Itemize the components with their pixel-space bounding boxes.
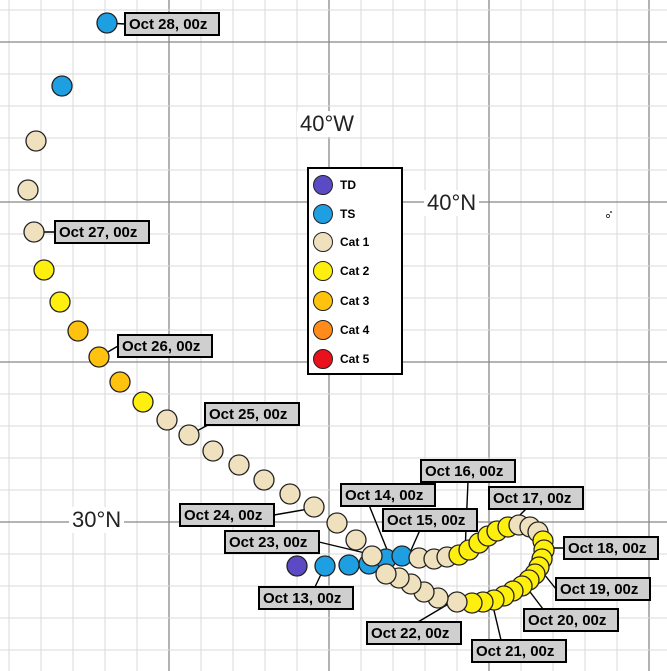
track-point [156, 409, 178, 431]
td-dot-icon [313, 175, 333, 195]
date-label-box [471, 639, 567, 663]
label-leader-line [368, 504, 391, 558]
date-label-box [204, 402, 300, 426]
date-label-box [555, 577, 651, 601]
legend-item-ts: TS [313, 202, 355, 226]
date-label-box [258, 586, 354, 610]
track-point [303, 496, 325, 518]
track-point [17, 179, 39, 201]
track-point [178, 424, 200, 446]
date-label-box [117, 334, 213, 358]
track-point [202, 440, 224, 462]
date-label: Oct 27, 00z [59, 224, 137, 241]
cat4-dot-icon [313, 320, 333, 340]
track-point [338, 554, 360, 576]
date-label-box [563, 536, 659, 560]
lon-40w-label: 40°W [297, 111, 358, 137]
date-label: Oct 15, 00z [387, 512, 465, 529]
date-label: Oct 18, 00z [568, 540, 646, 557]
date-label: Oct 16, 00z [425, 463, 503, 480]
date-label: Oct 23, 00z [229, 534, 307, 551]
date-label-box [420, 459, 516, 483]
track-point [279, 483, 301, 505]
date-label-box [366, 621, 462, 645]
ts-dot-icon [313, 204, 333, 224]
legend-label: TD [340, 178, 356, 192]
track-point [132, 391, 154, 413]
track-point [67, 320, 89, 342]
track-point [23, 221, 45, 243]
date-label-box [224, 530, 320, 554]
legend-label: TS [340, 207, 356, 221]
date-label: Oct 26, 00z [122, 338, 200, 355]
track-point [375, 563, 397, 585]
date-label-box [382, 508, 478, 532]
date-label: Oct 21, 00z [476, 643, 554, 660]
track-point [109, 371, 131, 393]
date-label-box [124, 12, 220, 36]
lat-30n-label: 30°N [69, 507, 125, 533]
track-point [51, 75, 73, 97]
track-point [253, 469, 275, 491]
legend-label: Cat 4 [340, 323, 370, 337]
date-label-box [340, 483, 436, 507]
legend-item-cat5: Cat 5 [313, 347, 369, 371]
legend-label: Cat 3 [340, 294, 370, 308]
intensity-legend: TD TS Cat 1 Cat 2 Cat 3 Cat 4 Cat 5 [307, 167, 403, 375]
track-point [25, 130, 47, 152]
track-point [96, 12, 118, 34]
date-label: Oct 19, 00z [560, 581, 638, 598]
track-point [446, 591, 468, 613]
label-leader-line [318, 541, 366, 554]
date-label: Oct 17, 00z [493, 490, 571, 507]
legend-label: Cat 2 [340, 264, 370, 278]
track-point [314, 555, 336, 577]
track-point [49, 291, 71, 313]
legend-item-cat4: Cat 4 [313, 318, 369, 342]
track-point [228, 454, 250, 476]
legend-item-cat3: Cat 3 [313, 289, 369, 313]
lat-40n-label: 40°N [424, 190, 480, 216]
date-label: Oct 13, 00z [263, 590, 341, 607]
legend-item-cat1: Cat 1 [313, 230, 369, 254]
date-label-box [54, 220, 150, 244]
date-label: Oct 25, 00z [209, 406, 287, 423]
track-point [33, 259, 55, 281]
legend-label: Cat 1 [340, 235, 370, 249]
date-label: Oct 14, 00z [345, 487, 423, 504]
date-label: Oct 20, 00z [528, 612, 606, 629]
track-point [88, 346, 110, 368]
storm-track [17, 12, 555, 614]
track-point [345, 529, 367, 551]
island-icon [605, 211, 612, 219]
track-point [361, 545, 383, 567]
legend-item-td: TD [313, 173, 356, 197]
cat3-dot-icon [313, 291, 333, 311]
track-point [326, 512, 348, 534]
date-label: Oct 24, 00z [184, 507, 262, 524]
cat2-dot-icon [313, 261, 333, 281]
cat1-dot-icon [313, 232, 333, 252]
date-label-box [179, 503, 275, 527]
date-label: Oct 22, 00z [371, 625, 449, 642]
date-label: Oct 28, 00z [129, 16, 207, 33]
date-label-box [523, 608, 619, 632]
legend-item-cat2: Cat 2 [313, 259, 369, 283]
legend-label: Cat 5 [340, 352, 370, 366]
cat5-dot-icon [313, 349, 333, 369]
track-point [286, 555, 308, 577]
date-label-box [488, 486, 584, 510]
